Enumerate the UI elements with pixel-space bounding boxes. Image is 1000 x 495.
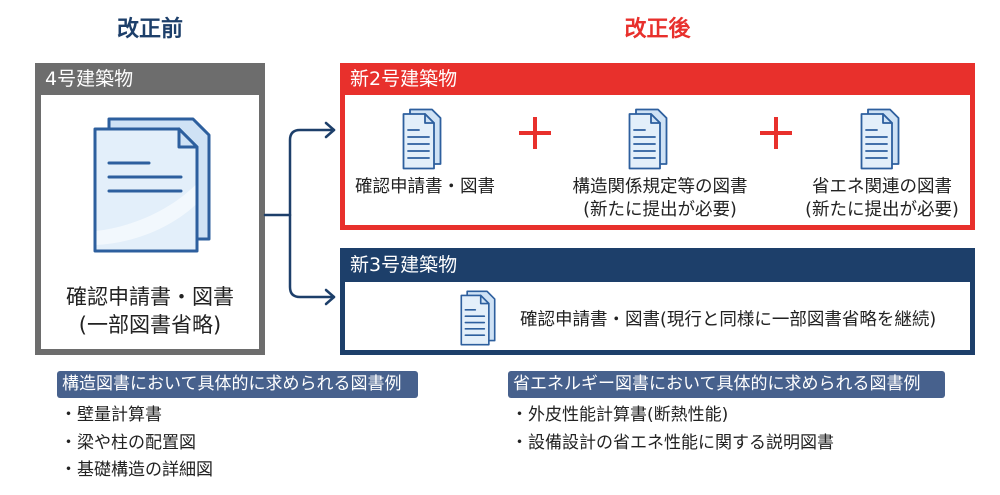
before-heading: 改正前	[116, 17, 183, 42]
plus-icon	[519, 117, 551, 149]
building-4-box: 4号建築物 確認申請書・図書 (一部図書省略)	[35, 63, 265, 355]
document-icon	[860, 108, 900, 170]
list-item: ・壁量計算書	[60, 405, 162, 425]
plus-icon	[760, 117, 792, 149]
arrow-head-top	[324, 121, 336, 139]
doc-label-structural: 構造関係規定等の図書 (新たに提出が必要)	[550, 176, 770, 222]
arrow-branches	[288, 128, 336, 299]
document-folded-corner	[882, 113, 893, 124]
list-item: ・設備設計の省エネ性能に関する説明図書	[511, 433, 834, 453]
building-4-line-2: (一部図書省略)	[78, 313, 222, 337]
document-folded-corner	[479, 294, 490, 305]
doc-label-application: 確認申請書・図書	[345, 176, 505, 199]
building-4-description: 確認申請書・図書 (一部図書省略)	[41, 283, 259, 339]
new-building-3-box: 新3号建築物 確認申請書・図書(現行と同様に一部図書省略を継続)	[340, 248, 975, 355]
doc-label-line: 確認申請書・図書	[355, 177, 495, 197]
document-icon-graphic	[628, 108, 668, 170]
document-stack-icon	[93, 117, 211, 253]
energy-examples-label: 省エネルギー図書において具体的に求められる図書例	[508, 371, 945, 398]
new-building-3-description: 確認申請書・図書(現行と同様に一部図書省略を継続)	[520, 310, 937, 330]
new-building-3-body: 確認申請書・図書(現行と同様に一部図書省略を継続)	[345, 282, 970, 350]
after-heading: 改正後	[624, 17, 691, 42]
doc-label-line: 構造関係規定等の図書	[572, 177, 748, 197]
document-icon-graphic	[860, 108, 900, 170]
list-item: ・外皮性能計算書(断熱性能)	[511, 405, 729, 425]
document-front-page	[460, 294, 490, 346]
new-building-2-box: 新2号建築物 確認申請書・図書 構造関係規定等の図書 (新たに提出が	[340, 63, 975, 230]
document-folded-corner	[177, 127, 199, 149]
doc-label-line: 省エネ関連の図書	[812, 177, 952, 197]
branch-arrow-icon	[263, 121, 336, 306]
document-icon	[402, 108, 442, 170]
document-front-page	[860, 113, 893, 170]
plus-bar-vertical	[774, 117, 778, 149]
document-icon	[628, 108, 668, 170]
building-4-line-1: 確認申請書・図書	[66, 285, 234, 309]
document-folded-corner	[424, 113, 435, 124]
document-icon-graphic	[460, 290, 496, 346]
doc-label-note: (新たに提出が必要)	[805, 200, 959, 220]
document-icon-graphic	[402, 108, 442, 170]
document-front-page	[628, 113, 661, 170]
arrow-head-bottom	[324, 288, 336, 306]
plus-bar-vertical	[533, 117, 537, 149]
document-folded-corner	[650, 113, 661, 124]
document-highlight	[96, 185, 196, 245]
new-building-3-title: 新3号建築物	[350, 254, 458, 276]
building-4-title: 4号建築物	[45, 68, 134, 90]
new-building-2-body: 確認申請書・図書 構造関係規定等の図書 (新たに提出が必要)	[345, 95, 970, 225]
document-front-page	[402, 113, 435, 170]
doc-label-energy: 省エネ関連の図書 (新たに提出が必要)	[797, 176, 967, 222]
doc-label-note: (新たに提出が必要)	[583, 200, 737, 220]
structural-examples-label: 構造図書において具体的に求められる図書例	[57, 371, 418, 398]
list-item: ・基礎構造の詳細図	[60, 460, 213, 480]
building-4-body: 確認申請書・図書 (一部図書省略)	[41, 95, 259, 349]
new-building-2-title: 新2号建築物	[350, 68, 458, 90]
document-icon	[459, 290, 497, 346]
list-item: ・梁や柱の配置図	[60, 433, 196, 453]
